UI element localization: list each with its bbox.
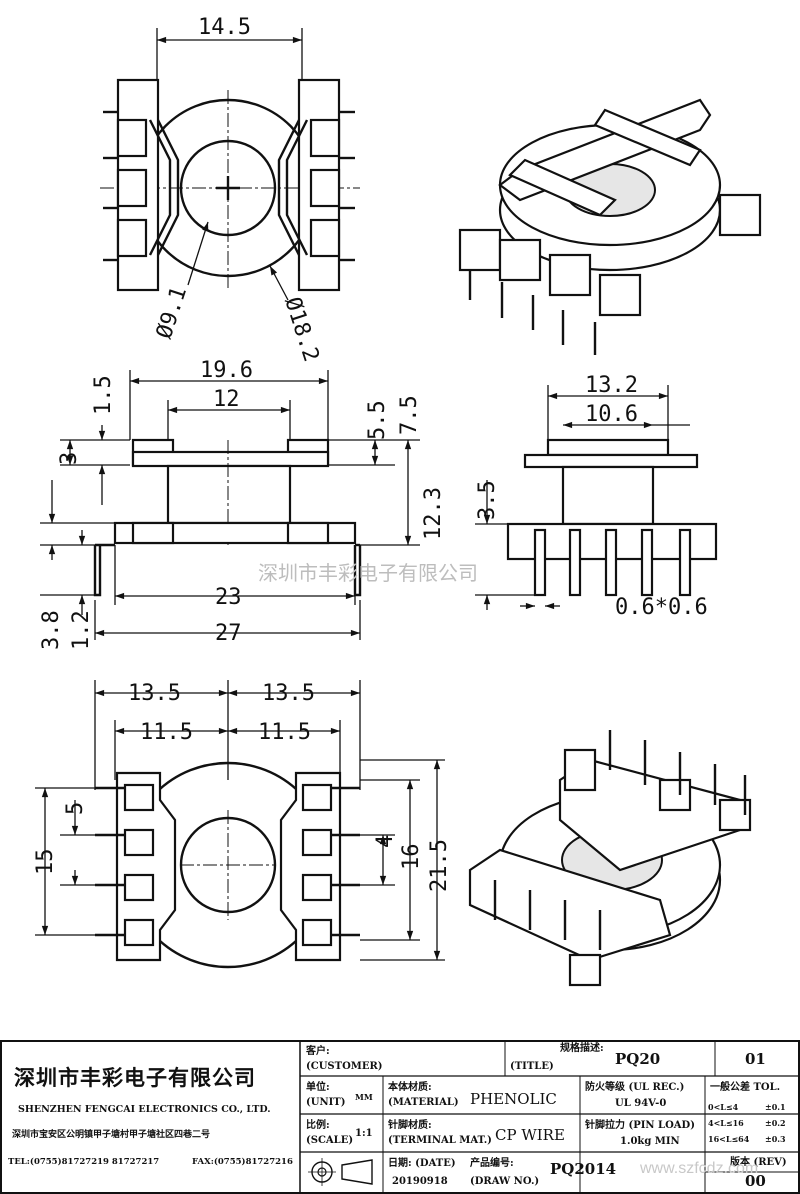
scale-label-en: (SCALE)	[306, 1135, 354, 1146]
dim-side-12: 12	[213, 387, 240, 412]
dim-side-5-5: 5.5	[365, 400, 390, 440]
dim-side-12-3: 12.3	[421, 487, 446, 540]
tol-value-1: ±0.1	[765, 1102, 786, 1112]
dim-bot-4: 4	[373, 835, 398, 848]
dim-end-13-2: 13.2	[585, 373, 638, 398]
material-label: 本体材质:	[388, 1082, 432, 1093]
unit-label: 单位:	[306, 1082, 330, 1093]
tol-range-1: 0<L≤4	[708, 1102, 739, 1112]
customer-label: 客户:	[306, 1046, 330, 1057]
title-block-frame	[0, 1040, 800, 1194]
dim-end-10-6: 10.6	[585, 402, 638, 427]
dim-bot-13-5-left: 13.5	[128, 681, 181, 706]
dim-end-pin: 0.6*0.6	[615, 595, 708, 620]
dim-phi-inner: Ø9.1	[152, 284, 192, 342]
dim-bot-11-5-right: 11.5	[258, 720, 311, 745]
company-name-en: SHENZHEN FENGCAI ELECTRONICS CO., LTD.	[18, 1104, 271, 1115]
dim-side-23: 23	[215, 585, 242, 610]
terminal-label-en: (TERMINAL MAT.)	[388, 1135, 492, 1146]
dim-side-1-2: 1.2	[69, 610, 94, 650]
dim-side-19-6: 19.6	[200, 358, 253, 383]
date-value: 20190918	[392, 1176, 448, 1187]
dim-side-3: 3	[57, 452, 82, 465]
end-view: 13.2 10.6 3.5 0.6*0.6	[475, 373, 718, 620]
customer-label-en: (CUSTOMER)	[306, 1061, 383, 1072]
drawno-label-en: (DRAW NO.)	[470, 1176, 540, 1187]
dim-bot-16: 16	[399, 844, 424, 871]
top-view: 14.5 Ø9.1 Ø18.2	[100, 15, 360, 365]
pinload-label: 针脚拉力 (PIN LOAD)	[585, 1120, 695, 1131]
rev-label: 版本 (REV)	[730, 1157, 787, 1168]
company-fax: FAX:(0755)81727216	[192, 1157, 293, 1167]
dim-end-3-5: 3.5	[475, 480, 500, 520]
bottom-view: 13.5 13.5 11.5 11.5 1	[33, 680, 452, 969]
date-label: 日期: (DATE)	[388, 1158, 456, 1169]
spec-label: 规格描述:	[560, 1043, 604, 1054]
sheet-number: 01	[745, 1050, 766, 1068]
tolerance-label: 一般公差 TOL.	[710, 1082, 781, 1093]
flame-value: UL 94V-0	[615, 1098, 667, 1109]
dim-top-width: 14.5	[198, 15, 251, 40]
tol-value-2: ±0.2	[765, 1118, 786, 1128]
terminal-label: 针脚材质:	[388, 1120, 432, 1131]
dim-bot-11-5-left: 11.5	[140, 720, 193, 745]
rev-value: 00	[745, 1172, 766, 1190]
spec-value: PQ20	[615, 1050, 661, 1068]
dim-side-27: 27	[215, 621, 242, 646]
iso-view-top	[458, 98, 762, 355]
dim-bot-15: 15	[33, 849, 58, 876]
dim-bot-13-5-right: 13.5	[262, 681, 315, 706]
dim-bot-5: 5	[63, 802, 88, 815]
tol-range-2: 4<L≤16	[708, 1118, 744, 1128]
drawno-label: 产品编号:	[470, 1158, 514, 1169]
title-label: (TITLE)	[510, 1061, 554, 1072]
material-label-en: (MATERIAL)	[388, 1097, 459, 1108]
iso-view-bottom	[468, 730, 752, 987]
dim-side-7-5: 7.5	[397, 395, 422, 435]
company-tel: TEL:(0755)81727219 81727217	[8, 1157, 160, 1167]
pinload-value: 1.0kg MIN	[620, 1136, 680, 1147]
dim-bot-21-5: 21.5	[427, 839, 452, 892]
tol-range-3: 16<L≤64	[708, 1134, 750, 1144]
watermark: 深圳市丰彩电子有限公司	[258, 561, 478, 585]
company-address: 深圳市宝安区公明镇甲子塘村甲子塘社区四巷二号	[12, 1130, 211, 1140]
scale-value: 1:1	[355, 1128, 373, 1139]
watermark-url: www.szfcdz.com	[640, 1160, 759, 1177]
material-value: PHENOLIC	[470, 1090, 557, 1108]
drawno-value: PQ2014	[550, 1160, 617, 1178]
unit-label-en: (UNIT)	[306, 1097, 346, 1108]
flame-label: 防火等级 (UL REC.)	[585, 1082, 685, 1093]
dim-phi-outer: Ø18.2	[279, 294, 323, 365]
scale-label: 比例:	[306, 1120, 330, 1131]
company-name-cn: 深圳市丰彩电子有限公司	[14, 1065, 256, 1090]
terminal-value: CP WIRE	[495, 1126, 565, 1144]
side-view: 19.6 12 1.5 3 3.8 1.2	[39, 358, 446, 650]
dim-side-1-5: 1.5	[91, 375, 116, 415]
unit-value: MM	[355, 1092, 373, 1102]
tol-value-3: ±0.3	[765, 1134, 786, 1144]
dim-side-3-8: 3.8	[39, 610, 64, 650]
